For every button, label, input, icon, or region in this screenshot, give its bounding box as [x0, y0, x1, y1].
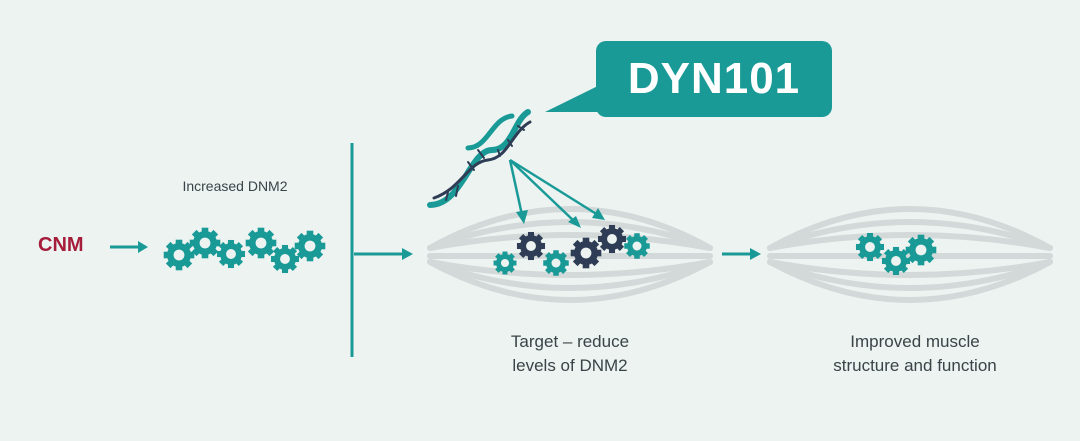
arrow-right-icon — [722, 248, 761, 260]
gear-icon — [624, 233, 650, 259]
disease-label: CNM — [38, 234, 84, 256]
gear-icon — [881, 246, 911, 276]
arrow-right-icon — [354, 248, 413, 260]
improved-line-2: structure and function — [833, 356, 997, 375]
speech-bubble-icon — [545, 41, 832, 117]
gear-icon — [493, 251, 517, 275]
gear-icon — [189, 227, 221, 259]
gear-icon — [270, 244, 300, 274]
gear-icon — [216, 239, 246, 269]
drug-name: DYN101 — [627, 54, 801, 103]
target-caption: Target – reduce levels of DNM2 — [480, 330, 660, 378]
improved-caption: Improved muscle structure and function — [800, 330, 1030, 378]
increased-dnm2-label: Increased DNM2 — [182, 178, 288, 194]
target-line-2: levels of DNM2 — [512, 356, 628, 375]
target-line-1: Target – reduce — [510, 332, 630, 351]
gear-icon — [570, 237, 602, 269]
gear-icon — [516, 231, 546, 261]
rna-strand-icon — [427, 109, 532, 208]
gear-icon — [855, 232, 885, 262]
improved-line-1: Improved muscle — [850, 332, 980, 351]
gear-icon — [294, 230, 326, 262]
gear-icon — [905, 234, 937, 266]
gear-icon — [597, 224, 627, 254]
gear-cluster — [163, 224, 937, 276]
targeting-arrows — [508, 158, 605, 228]
gear-icon — [543, 250, 569, 276]
muscle-fiber-icon — [767, 206, 1053, 303]
gear-icon — [163, 239, 195, 271]
gear-icon — [245, 227, 277, 259]
arrow-right-icon — [110, 241, 148, 253]
muscle-fiber-icon — [427, 206, 713, 303]
